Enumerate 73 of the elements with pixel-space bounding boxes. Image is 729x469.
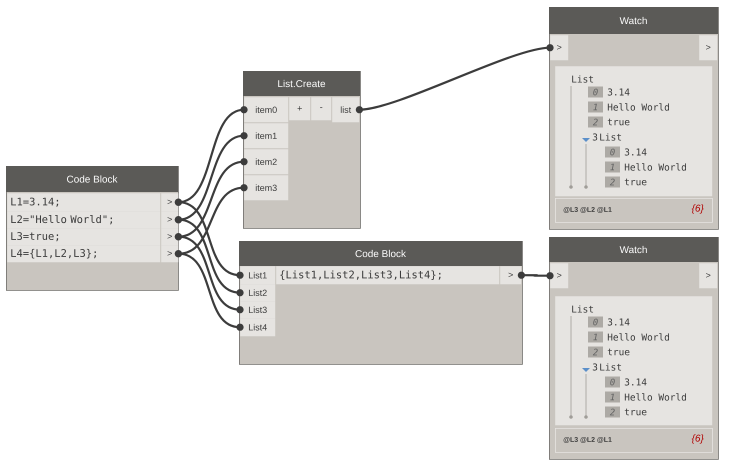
value-text: List [572, 75, 594, 83]
connector [174, 198, 244, 279]
index-tag: 2 [588, 116, 603, 128]
value-text: List [600, 133, 622, 141]
item-count: {6} [692, 434, 704, 444]
input-port: > [550, 35, 568, 60]
index-tag: 0 [588, 316, 603, 328]
index-tag: 0 [605, 376, 620, 388]
index-tag: 2 [588, 346, 603, 358]
node-label: > [168, 251, 172, 256]
value-text: true [608, 118, 630, 126]
output-port: > [161, 211, 178, 228]
node-label: item3 [256, 184, 277, 191]
output-port: > [161, 245, 178, 262]
connector [174, 233, 244, 314]
node-label: > [168, 234, 172, 239]
input-port: item3 [244, 175, 288, 200]
value-text: Hello World [624, 163, 686, 171]
output-port: > [161, 193, 178, 212]
connector [356, 44, 554, 114]
value-text: Hello World [608, 103, 669, 111]
value-text: 3.14 [608, 88, 630, 96]
value-text: List [572, 305, 594, 313]
index-tag: 0 [588, 86, 603, 98]
item-count: {6} [692, 204, 704, 214]
output-port: > [500, 266, 522, 284]
input-port: List3 [240, 301, 276, 318]
value-text: 3.14 [608, 318, 630, 326]
input-port: List4 [240, 318, 276, 336]
node-label: list [340, 106, 352, 113]
index-tag: 0 [605, 146, 620, 158]
index-tag: 2 [605, 176, 620, 188]
node-label: > [168, 217, 172, 222]
index-tag: 1 [605, 162, 620, 172]
connector [174, 216, 244, 296]
value-text: List [600, 363, 622, 371]
output-port: > [161, 228, 178, 246]
node-label: List1 [248, 272, 267, 278]
value-text: 3 [592, 363, 598, 371]
node-label: List2 [248, 289, 267, 296]
button: - [311, 97, 332, 120]
value-text: true [608, 348, 630, 356]
index-tag: 2 [605, 406, 620, 418]
value-text: Hello World [624, 393, 686, 401]
node-label: List4 [248, 324, 267, 330]
button: + [289, 97, 310, 120]
node-label: > [168, 200, 172, 204]
node-label: item1 [256, 132, 277, 139]
output-port: > [699, 263, 718, 288]
input-port: > [550, 263, 568, 288]
node-label: item2 [256, 158, 277, 165]
node-label: List3 [248, 306, 267, 313]
value-text: 3 [592, 133, 598, 141]
node-label: + [298, 106, 302, 110]
input-port: List1 [240, 266, 276, 284]
connector [518, 272, 554, 280]
node-label: - [320, 107, 322, 108]
value-text: true [624, 178, 646, 186]
input-port: List2 [240, 284, 276, 302]
output-port: list [332, 97, 360, 122]
connector [174, 250, 244, 331]
index-tag: 1 [605, 392, 620, 402]
index-tag: 1 [588, 332, 603, 342]
value-text: 3.14 [624, 378, 647, 386]
output-port: > [699, 35, 718, 60]
index-tag: 1 [588, 102, 603, 112]
node-label: item0 [256, 106, 277, 113]
value-text: 3.14 [624, 148, 647, 156]
input-port: item1 [244, 123, 288, 148]
value-text: true [624, 408, 646, 416]
value-text: Hello World [608, 333, 669, 341]
input-port: item2 [244, 149, 288, 174]
node-label: > [508, 272, 513, 278]
